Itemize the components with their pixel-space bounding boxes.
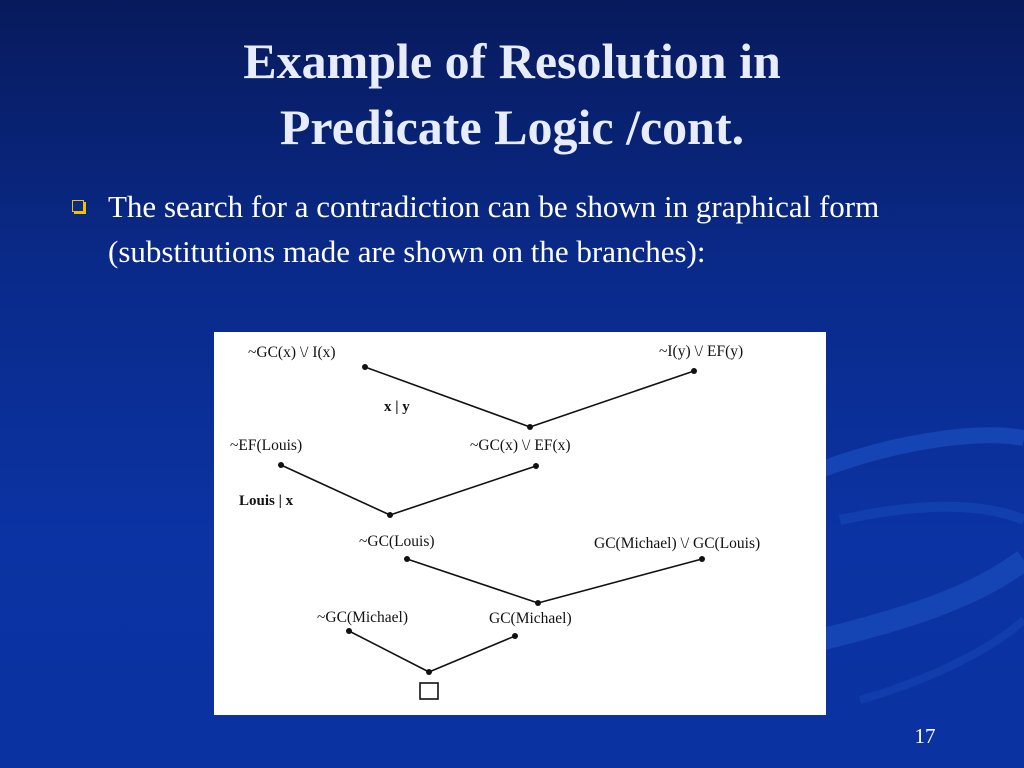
clause-n5: ~GC(Louis) — [359, 533, 435, 550]
node-dot — [346, 628, 352, 634]
slide-title: Example of Resolution in Predicate Logic… — [0, 28, 1024, 160]
clause-n3: ~EF(Louis) — [230, 437, 302, 454]
slide-title-line-1: Example of Resolution in — [243, 33, 781, 89]
node-dot — [387, 512, 393, 518]
clause-n1: ~GC(x) \/ I(x) — [248, 344, 336, 361]
slide-title-line-2: Predicate Logic /cont. — [279, 99, 745, 155]
edge-n2-n4 — [529, 370, 695, 428]
clause-n6: GC(Michael) \/ GC(Louis) — [594, 535, 760, 552]
node-dot — [278, 462, 284, 468]
clause-n8: GC(Michael) — [489, 610, 572, 627]
empty-clause-box — [419, 682, 439, 700]
substitution-s2: Louis | x — [239, 493, 294, 509]
edge-n8-empty — [428, 635, 516, 673]
node-dot — [527, 424, 533, 430]
edge-n6-n8 — [537, 558, 703, 604]
resolution-tree-diagram: ~GC(x) \/ I(x) ~I(y) \/ EF(y) ~EF(Louis)… — [214, 332, 826, 715]
clause-n4: ~GC(x) \/ EF(x) — [470, 437, 571, 454]
edge-n3-n5 — [280, 464, 391, 516]
node-dot — [426, 669, 432, 675]
resolution-tree-svg: ~GC(x) \/ I(x) ~I(y) \/ EF(y) ~EF(Louis)… — [230, 343, 760, 700]
node-dot — [535, 600, 541, 606]
square-bullet-icon — [72, 200, 84, 212]
node-dot — [512, 633, 518, 639]
edge-n1-n4 — [364, 366, 531, 428]
node-dot — [404, 556, 410, 562]
substitution-s1: x | y — [384, 399, 410, 415]
node-dot — [691, 368, 697, 374]
edge-n5-n8 — [406, 558, 539, 604]
slide-number: 17 — [914, 724, 936, 748]
node-dot — [533, 463, 539, 469]
edge-n7-empty — [348, 630, 430, 673]
bullet-text: The search for a contradiction can be sh… — [108, 189, 880, 269]
node-dot — [362, 364, 368, 370]
clause-n2: ~I(y) \/ EF(y) — [659, 343, 743, 360]
clause-n7: ~GC(Michael) — [317, 609, 408, 626]
node-dot — [699, 556, 705, 562]
edge-n4-n5 — [389, 465, 537, 516]
